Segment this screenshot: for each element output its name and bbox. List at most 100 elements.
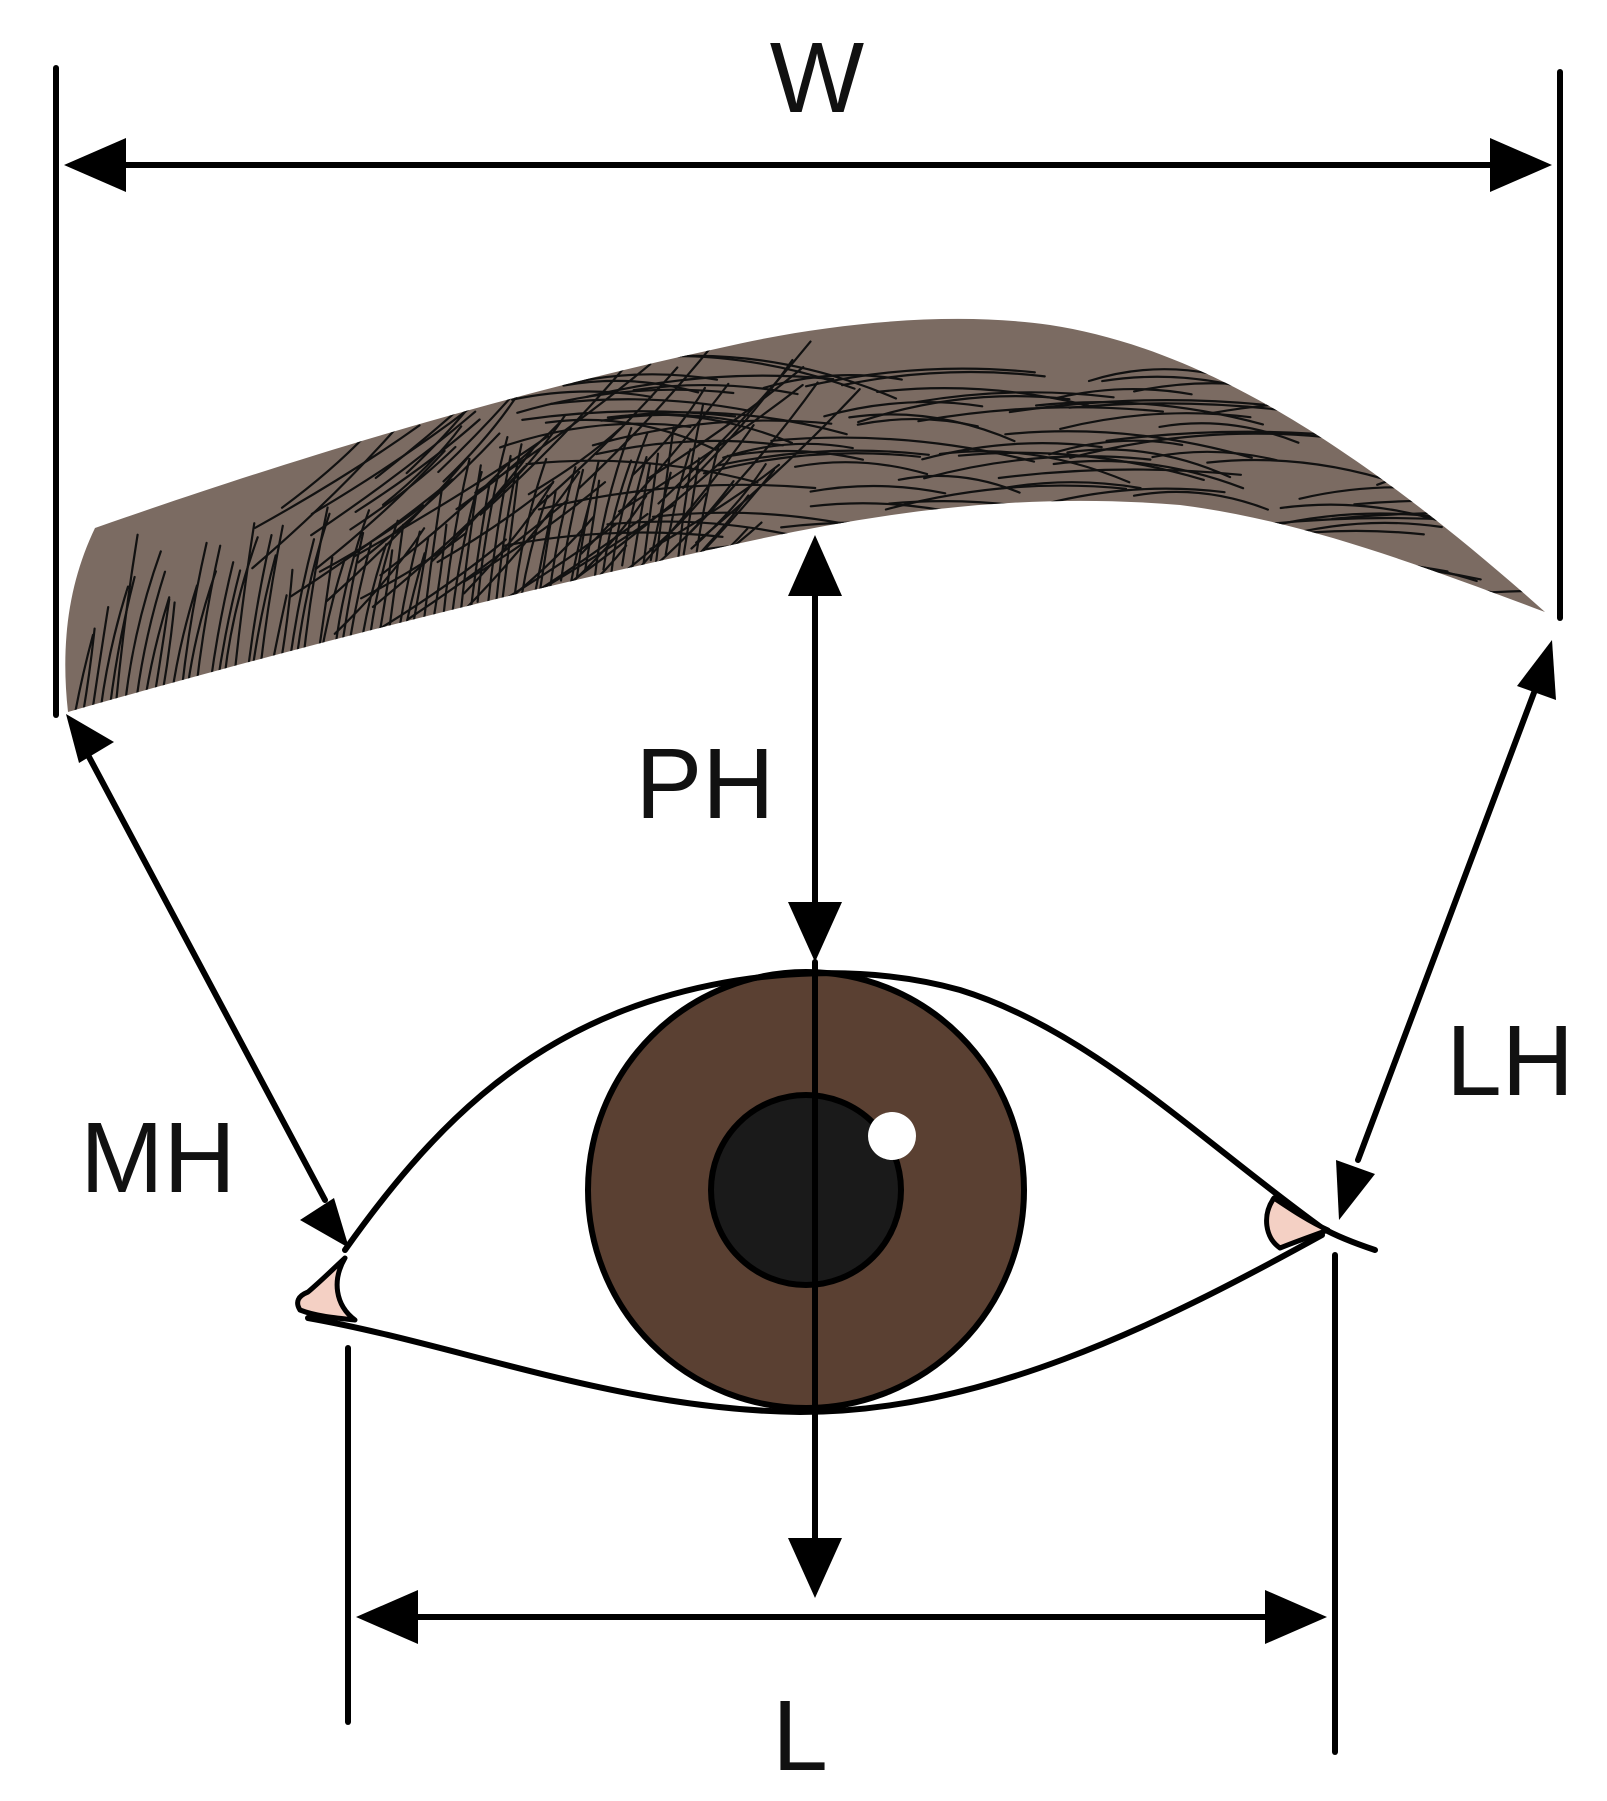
brow-hair-stroke [463,480,555,595]
arrowhead-icon [66,714,114,763]
brow-hair-stroke [371,465,527,608]
brow-hair-stroke [876,387,1090,407]
brow-hair-stroke [631,462,652,568]
eye [295,969,1378,1416]
brow-hair-stroke [223,536,259,677]
lower-eyelid [305,1232,1325,1416]
brow-hair-stroke [325,456,469,602]
brow-hair-stroke [537,483,817,511]
brow-hair-stroke [1255,603,1442,616]
lateral-canthus [1264,1195,1331,1251]
brow-hair-stroke [1380,445,1517,461]
arrowhead-icon [788,535,842,596]
brow-hair-stroke [647,366,805,480]
brow-hair-stroke [254,424,421,529]
brow-hair-stroke [259,524,284,671]
brow-hair-stroke [511,390,653,401]
brow-hair-stroke [321,558,346,646]
center-vertical-axis [788,959,842,1598]
brow-hair-stroke [938,450,1131,484]
brow-hair-stroke [722,442,854,459]
brow-hair-stroke [314,449,446,570]
width-measurement: W [53,22,1563,718]
brow-hair-stroke [406,499,569,621]
brow-hair-stroke [593,427,633,580]
brow-hair-stroke [502,531,724,547]
brow-hair-stroke [1056,387,1193,399]
brow-hair-stroke [974,554,1111,564]
arrowhead-icon [300,1198,349,1248]
brow-hair-stroke [855,538,1092,564]
brow-hair-stroke [690,463,767,550]
brow-hair-stroke [318,504,425,573]
brow-hair-stroke [1244,595,1488,615]
brow-hair-stroke [1140,559,1319,579]
brow-hair-stroke [501,472,520,602]
brow-hair-stroke [521,410,737,421]
brow-hair-stroke [885,539,1034,555]
brow-hair-stroke [486,454,512,607]
brow-hair-stroke [513,457,548,594]
brow-hair-stroke [1108,563,1258,584]
brow-hair-stroke [310,410,477,537]
brow-hair-stroke [651,511,865,529]
brow-hair-stroke [1066,448,1232,479]
brow-hair-stroke [1004,430,1253,459]
eye-length-measurement: L [345,1252,1338,1792]
brow-hair-stroke [1016,522,1282,551]
brow-hair-stroke [641,452,660,575]
brow-hair-stroke [180,541,208,693]
brow-hair-stroke [357,432,501,564]
brow-hair-stroke [632,383,799,396]
arrowhead-icon [788,1538,842,1598]
brow-hair-stroke [657,340,812,505]
brow-hair-stroke [463,481,607,583]
brow-hair-stroke [957,451,1205,481]
brow-hair-stroke [1262,567,1471,602]
brow-hair-stroke [442,386,524,483]
brow-hair-stroke [463,470,581,611]
catchlight-icon [868,1112,916,1160]
brow-hair-stroke [341,531,365,641]
lateral-height-line [1355,687,1538,1163]
brow-hair-stroke [381,425,463,506]
brow-hair-stroke [715,545,875,566]
brow-hair-stroke [1374,438,1546,467]
brow-hair-stroke [1090,538,1247,556]
brow-hair-stroke [516,388,735,414]
brow-hair-stroke [1069,432,1324,459]
brow-hair-stroke [1052,459,1245,490]
brow-hair-stroke [794,461,929,476]
brow-hair-stroke [762,374,903,389]
pupil-height-measurement: PH [636,535,842,962]
arrowhead-icon [1265,1590,1327,1644]
brow-hair-stroke [841,370,1046,387]
lateral-height-label: LH [1446,1005,1574,1117]
brow-hair-stroke [123,550,162,710]
brow-hair-stroke [1158,422,1300,444]
brow-hair-stroke [1201,539,1354,559]
brow-hair-stroke [1087,368,1213,383]
brow-hair-stroke [1353,433,1527,446]
brow-hair-stroke [533,508,554,596]
medial-height-line [85,752,328,1203]
brow-hair-stroke [550,398,752,413]
brow-hair-stroke [727,449,864,461]
brow-hair-stroke [354,418,481,513]
pupil [708,1092,904,1288]
brow-hair-stroke [115,533,139,704]
brow-hair-stroke [474,363,652,494]
pupil-height-label: PH [636,728,775,840]
brow-hair-stroke [252,554,277,665]
brow-hair-stroke [71,633,95,712]
brow-hair-stroke [1354,585,1492,597]
arrowhead-icon [1336,1160,1375,1220]
brow-hair-stroke [903,522,1095,545]
arrowhead-icon [788,902,842,962]
brow-hair-stroke [591,419,833,447]
brow-hair-stroke [303,506,329,654]
brow-hair-stroke [1215,542,1352,561]
brow-hair-stroke [823,400,984,418]
width-label: W [770,22,865,134]
brow-hair-stroke [232,522,256,686]
